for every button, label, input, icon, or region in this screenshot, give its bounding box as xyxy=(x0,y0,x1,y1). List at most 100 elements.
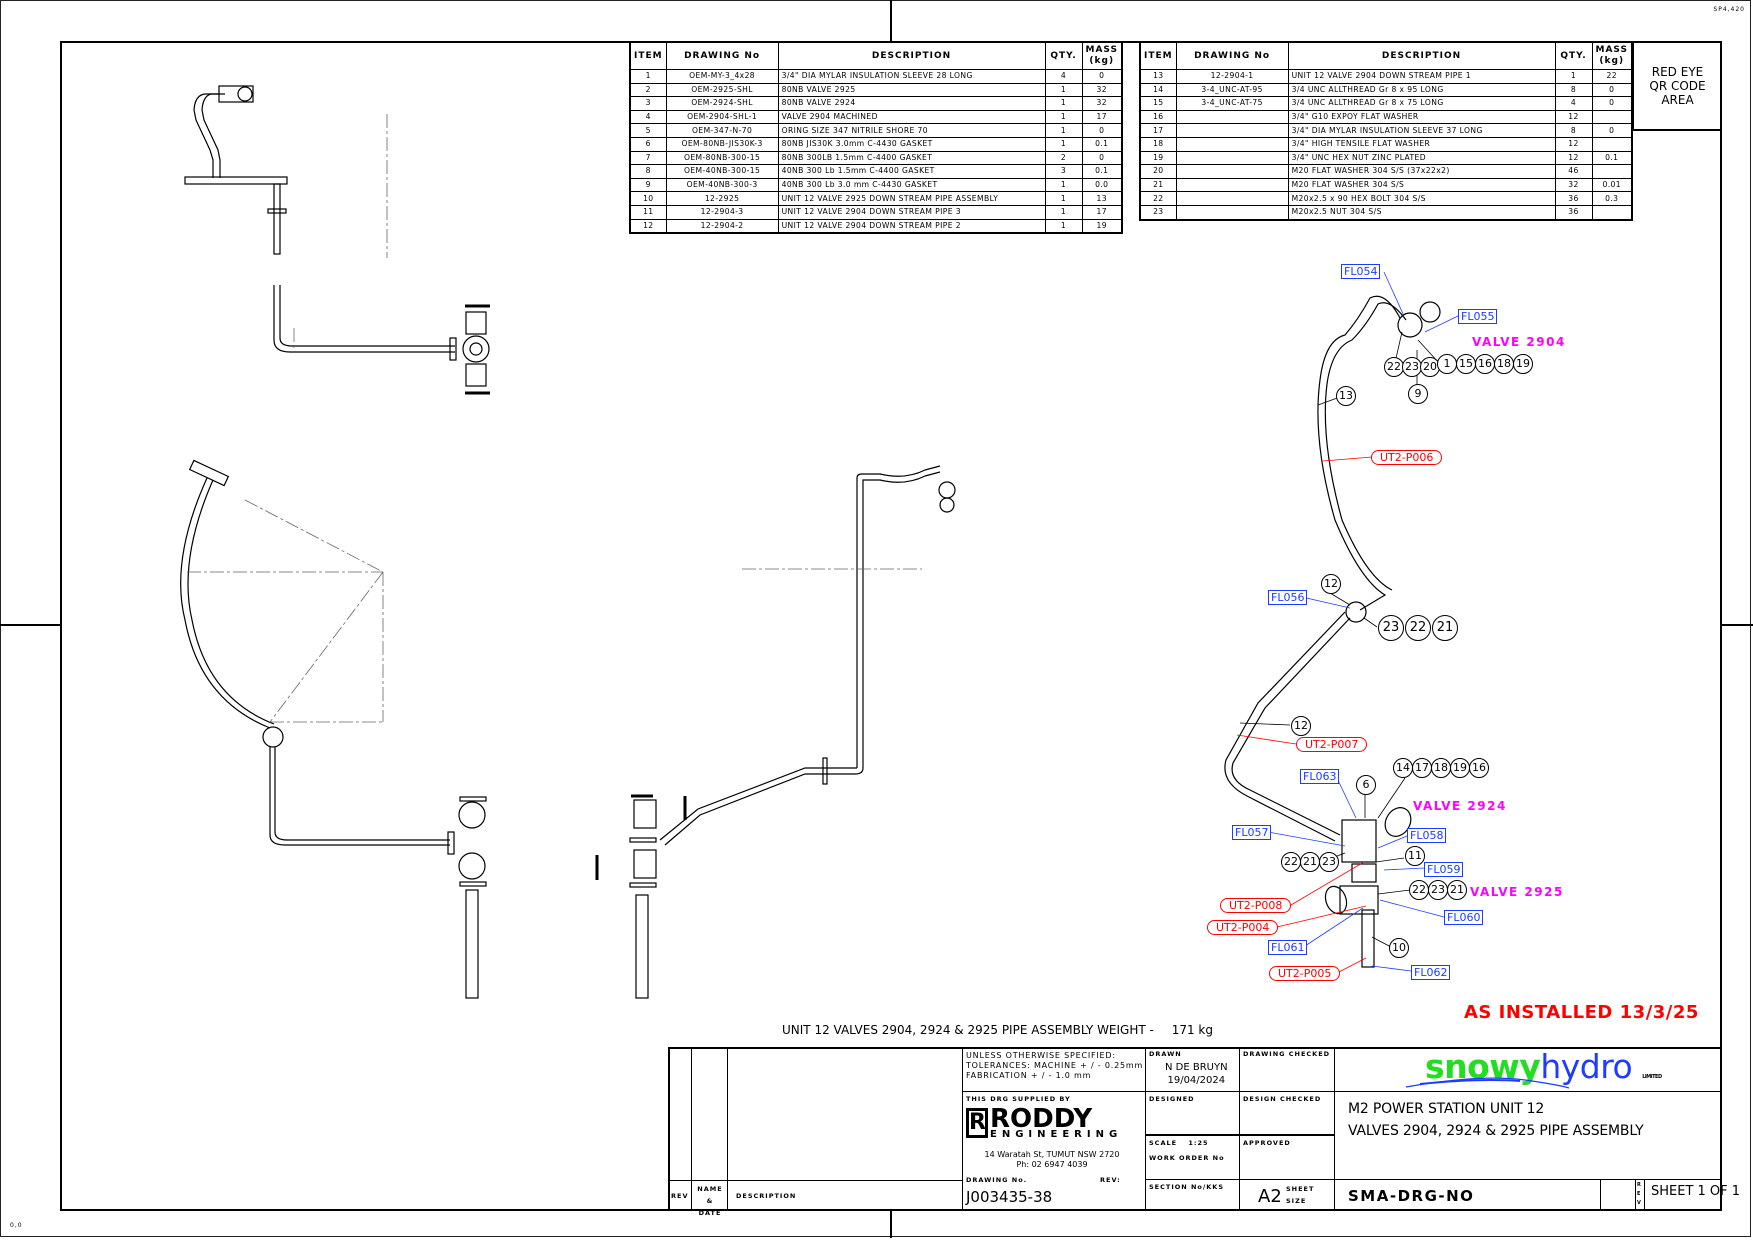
logo-hydro: hydro xyxy=(1540,1047,1633,1086)
assembly-weight-value: 171 kg xyxy=(1171,1023,1213,1037)
drawn-date: 19/04/2024 xyxy=(1167,1075,1226,1086)
ut-leaders xyxy=(1236,456,1373,973)
item-balloon: 13 xyxy=(1336,386,1356,406)
pipe-segment xyxy=(664,767,864,846)
valve-2925-body xyxy=(458,852,486,880)
divider xyxy=(1146,1134,1335,1136)
supplier-contact: 14 Waratah St, TUMUT NSW 2720 Ph: 02 694… xyxy=(977,1150,1127,1170)
bom-cell-mass xyxy=(1591,204,1633,221)
bom-cell-item: 12 xyxy=(629,218,667,234)
name-date-label: NAME & DATE xyxy=(697,1185,723,1217)
origin-label: 0,0 xyxy=(10,1222,23,1229)
roddy-logo-name: RODDY xyxy=(990,1104,1093,1134)
valve-2925-body xyxy=(633,849,657,879)
item-balloon: 22 xyxy=(1409,880,1429,900)
bom-cell-mass: 19 xyxy=(1081,218,1123,234)
flange-fl056 xyxy=(1345,601,1367,623)
pipe-12 xyxy=(1231,617,1351,836)
valve-label: VALVE 2904 xyxy=(1472,335,1566,349)
bom-cell-qty: 36 xyxy=(1554,191,1593,206)
valve-label: VALVE 2924 xyxy=(1413,799,1507,813)
flange-tag: FL061 xyxy=(1268,940,1308,955)
scale-field: SCALE 1:25 xyxy=(1149,1139,1209,1147)
tolerance-note: UNLESS OTHERWISE SPECIFIED: TOLERANCES: … xyxy=(966,1051,1143,1081)
valve-2904-handwheel xyxy=(1419,301,1441,323)
col-qty: QTY. xyxy=(1554,41,1593,70)
roddy-logo-sub: ENGINEERING xyxy=(990,1129,1123,1140)
pipe-drain xyxy=(465,889,479,999)
flange xyxy=(447,831,455,855)
item-balloon: 1 xyxy=(1437,354,1457,374)
valve-flange xyxy=(459,881,487,887)
divider xyxy=(1146,1179,1721,1180)
pipe-segment xyxy=(269,747,450,846)
valve-bonnet xyxy=(465,311,487,335)
supplied-by-label: THIS DRG SUPPLIED BY xyxy=(966,1095,1071,1103)
valve-2904-body xyxy=(1397,312,1423,338)
bom-table-right: ITEM DRAWING No DESCRIPTION QTY. MASS (k… xyxy=(1139,41,1633,221)
item-balloon: 23 xyxy=(1428,880,1448,900)
flange-tag: FL060 xyxy=(1444,910,1484,925)
ut-tag: UT2-P008 xyxy=(1220,898,1292,913)
centerline xyxy=(269,571,384,723)
view-top-left-elevation xyxy=(184,85,490,395)
design-checked-label: DESIGN CHECKED xyxy=(1243,1095,1322,1103)
drawn-by: N DE BRUYN xyxy=(1165,1062,1228,1073)
item-balloon: 12 xyxy=(1321,574,1341,594)
bom-cell-item: 23 xyxy=(1139,204,1177,221)
bom-table-left: ITEM DRAWING No DESCRIPTION QTY. MASS (k… xyxy=(629,41,1123,235)
flange-tag: FL063 xyxy=(1300,769,1340,784)
roddy-logo-mark-icon: R xyxy=(966,1108,988,1138)
pipe-arc xyxy=(180,477,271,729)
supplier-column xyxy=(962,1047,1146,1211)
rev-label: REV xyxy=(671,1192,689,1200)
title-line-2: VALVES 2904, 2924 & 2925 PIPE ASSEMBLY xyxy=(1348,1123,1644,1139)
designed-label: DESIGNED xyxy=(1149,1095,1195,1103)
qr-code-area: RED EYE QR CODE AREA xyxy=(1632,41,1721,131)
valve-flange xyxy=(629,882,657,888)
bom-header-row: ITEM DRAWING No DESCRIPTION QTY. MASS (k… xyxy=(629,41,1123,70)
bom-cell-mass: 0.1 xyxy=(1081,164,1123,179)
item-balloon: 18 xyxy=(1431,758,1451,778)
item-balloon: 11 xyxy=(1405,846,1425,866)
divider xyxy=(962,1091,1146,1092)
col-qty: QTY. xyxy=(1044,41,1083,70)
bom-cell-item: 17 xyxy=(1139,123,1177,138)
valve-2925-body xyxy=(1339,885,1379,915)
col-mass: MASS (kg) xyxy=(1081,41,1123,70)
divider xyxy=(1335,1091,1721,1092)
valve-2924-body xyxy=(633,799,657,829)
tolerance-line-2: TOLERANCES: MACHINE + / - 0.25mm xyxy=(966,1061,1144,1070)
item-balloon: 21 xyxy=(1447,880,1467,900)
view-middle-elevation xyxy=(595,465,956,999)
rev-header-divider xyxy=(668,1180,962,1181)
bom-cell-drawing-no: 12-2904-2 xyxy=(665,218,779,234)
valve-2904-side xyxy=(188,459,230,487)
rev-column xyxy=(668,1047,692,1211)
sheet-size-value: A2 xyxy=(1258,1186,1282,1207)
pipe-13 xyxy=(1317,295,1401,611)
qr-line-2: QR CODE xyxy=(1649,79,1706,93)
approved-label: APPROVED xyxy=(1243,1139,1291,1147)
flange xyxy=(267,208,287,214)
pipe-12 xyxy=(1224,611,1346,842)
pipe-segment xyxy=(274,747,450,841)
pipe-segment xyxy=(862,471,941,768)
item-balloon: 21 xyxy=(1300,852,1320,872)
col-description: DESCRIPTION xyxy=(777,41,1046,70)
item-balloon: 16 xyxy=(1475,354,1495,374)
valve-2924-body xyxy=(1341,819,1377,863)
flange-tag: FL062 xyxy=(1411,965,1451,980)
valve-2904-top xyxy=(218,85,254,103)
item-balloon: 18 xyxy=(1494,354,1514,374)
valve-2925-handwheel xyxy=(1324,885,1348,915)
flange xyxy=(449,337,457,361)
